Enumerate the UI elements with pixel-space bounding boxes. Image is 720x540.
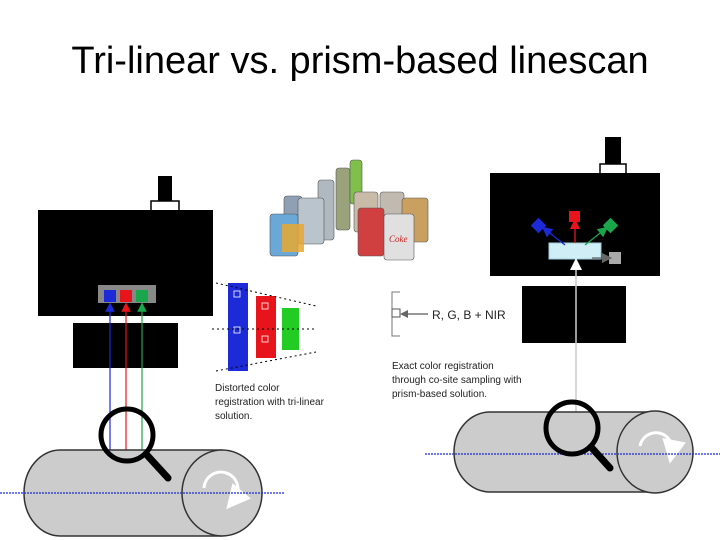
- detail-green-band: [282, 308, 299, 350]
- camera-connector-base: [599, 163, 627, 175]
- prism-caption-line: Exact color registration: [392, 361, 494, 372]
- bottle: [335, 167, 351, 231]
- trilinear-caption-line: Distorted color: [215, 383, 280, 394]
- camera-lens-housing: [522, 286, 626, 343]
- camera-connector: [158, 176, 172, 202]
- magnifier-icon: [543, 399, 614, 472]
- slide-title: Tri-linear vs. prism-based linescan: [71, 40, 649, 82]
- trilinear-light-rays: [105, 302, 147, 470]
- prism-sensor-label: R, G, B + NIR: [432, 308, 506, 322]
- trilinear-caption-line: solution.: [215, 411, 252, 422]
- can: [282, 224, 304, 252]
- can: [357, 207, 385, 257]
- roller-end: [616, 410, 694, 494]
- product-photo: Coke: [269, 159, 429, 261]
- sensor-blue: [104, 290, 116, 302]
- prism-camera: [490, 137, 660, 343]
- can: [383, 213, 415, 261]
- trilinear-roller: [0, 449, 285, 537]
- prism-caption: Exact color registration through co-site…: [392, 361, 524, 400]
- camera-connector: [605, 137, 621, 165]
- prism-caption-line: prism-based solution.: [392, 389, 487, 400]
- sensor-red: [120, 290, 132, 302]
- distortion-detail: Distorted color registration with tri-li…: [212, 282, 327, 422]
- sensor-red: [569, 211, 580, 222]
- prism-caption-line: through co-site sampling with: [392, 375, 522, 386]
- product-label: Coke: [389, 234, 408, 244]
- sensor-green: [136, 290, 148, 302]
- rotation-arrow-icon: [638, 431, 686, 464]
- sensor-nir: [609, 252, 621, 264]
- prism-sensor-callout: R, G, B + NIR: [391, 291, 506, 337]
- magnifier-icon: [98, 406, 172, 482]
- camera-connector-base: [150, 200, 180, 212]
- trilinear-caption-line: registration with tri-linear: [215, 397, 325, 408]
- trilinear-caption: Distorted color registration with tri-li…: [215, 383, 327, 422]
- detail-red-band: [256, 296, 276, 358]
- prism: [548, 242, 602, 260]
